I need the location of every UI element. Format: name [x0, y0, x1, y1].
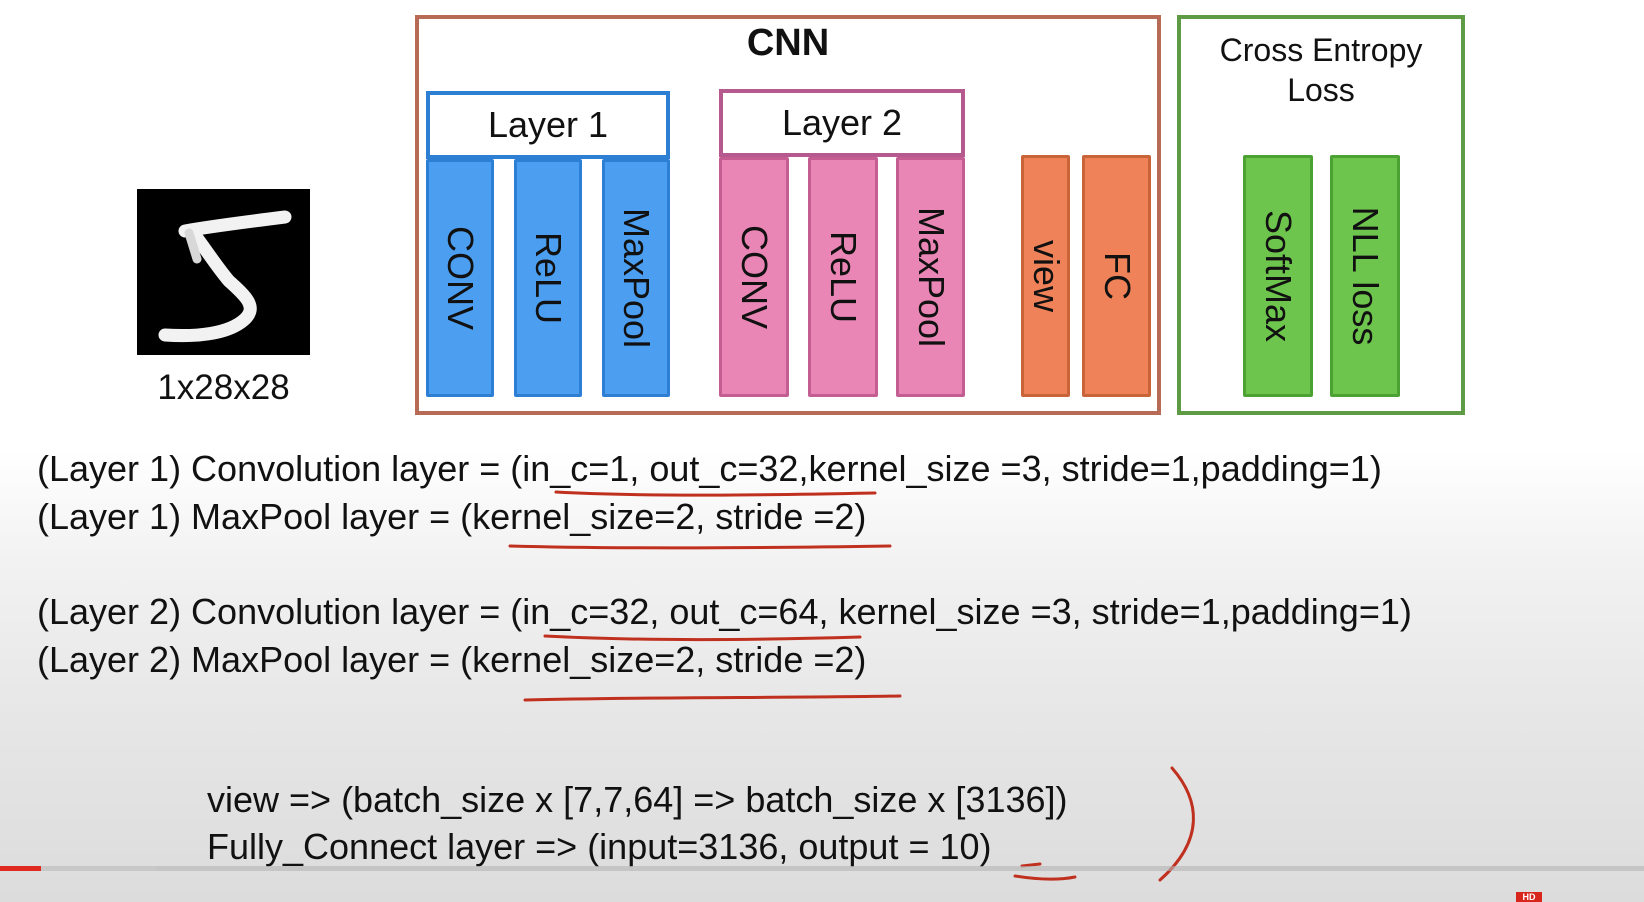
underline-l1-conv [554, 490, 877, 497]
view-block: view [1021, 155, 1070, 397]
note-layer1-maxpool: (Layer 1) MaxPool layer = (kernel_size=2… [37, 496, 867, 537]
layer1-relu-block: ReLU [514, 159, 582, 397]
note-layer2-conv: (Layer 2) Convolution layer = (in_c=32, … [37, 591, 1412, 632]
note-layer1-conv: (Layer 1) Convolution layer = (in_c=1, o… [37, 448, 1382, 489]
underline-l2-conv [543, 634, 862, 641]
video-progress-track[interactable] [0, 866, 1644, 871]
cnn-frame [415, 15, 1161, 415]
layer1-header: Layer 1 [426, 91, 670, 159]
layer1-conv-block: CONV [426, 159, 494, 397]
layer2-maxpool-block: MaxPool [896, 157, 965, 397]
note-fully-connect: Fully_Connect layer => (input=3136, outp… [207, 826, 992, 867]
cross-entropy-title-line1: Cross Entropy [1219, 32, 1423, 68]
cross-entropy-frame [1177, 15, 1465, 415]
hd-badge: HD [1516, 892, 1542, 902]
video-progress-played [0, 866, 42, 871]
layer2-header: Layer 2 [719, 89, 965, 157]
note-view: view => (batch_size x [7,7,64] => batch_… [207, 779, 1068, 820]
underline-output [1013, 862, 1077, 881]
underline-l1-pool [508, 544, 892, 550]
layer2-relu-block: ReLU [808, 157, 878, 397]
cross-entropy-title: Cross Entropy Loss [1177, 30, 1465, 110]
bracket-mark [1158, 766, 1195, 882]
cnn-title: CNN [746, 22, 830, 64]
note-layer2-maxpool: (Layer 2) MaxPool layer = (kernel_size=2… [37, 639, 867, 680]
fc-block: FC [1082, 155, 1151, 397]
underline-l2-pool [523, 694, 902, 702]
input-dims-label: 1x28x28 [157, 368, 290, 407]
mnist-digit-image [137, 189, 310, 355]
cross-entropy-title-line2: Loss [1287, 72, 1355, 108]
digit-five-glyph [158, 210, 292, 343]
video-progress-buffer [0, 866, 157, 871]
softmax-block: SoftMax [1243, 155, 1313, 397]
layer1-maxpool-block: MaxPool [602, 159, 670, 397]
layer2-conv-block: CONV [719, 157, 789, 397]
nll-loss-block: NLL loss [1330, 155, 1400, 397]
